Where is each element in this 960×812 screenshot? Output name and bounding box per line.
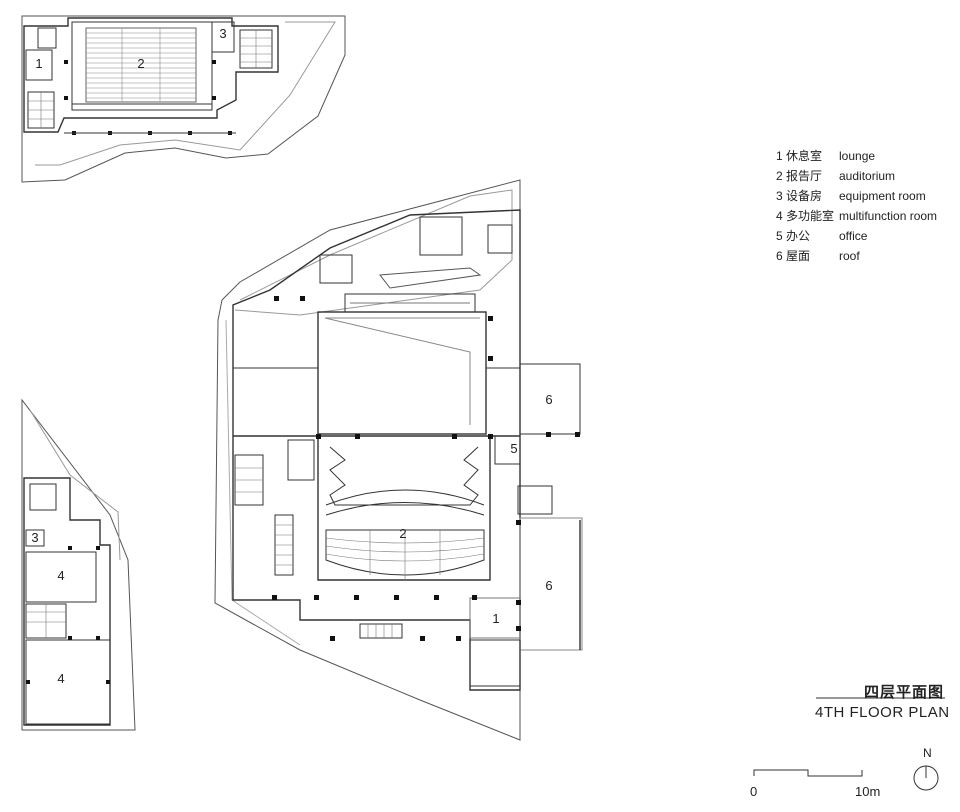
legend-item: 2 报告厅 auditorium [776,169,896,183]
top-stair-right-treads [240,30,272,68]
room-label-top-lounge: 1 [35,56,42,71]
scale-bar [753,769,863,777]
top-stair-left [37,27,57,49]
left-multi-room-lower [25,639,111,725]
left-multi-room-upper [25,551,97,603]
room-label-main-roof-lower: 6 [545,578,552,593]
top-auditorium-hall [71,21,213,111]
legend-item: 1 休息室 lounge [776,149,876,163]
scale-bar-end-label: 10m [855,784,881,799]
legend: 1 休息室 lounge 2 报告厅 auditorium 3 设备房 equi… [776,146,937,266]
right-upper-stair [487,224,513,254]
left-terrace-line [29,409,121,561]
plan-title-cn: 四层平面图 [864,684,945,701]
top-plan-terrace-line [35,21,336,166]
room-label-left-multi-upper: 4 [57,568,64,583]
room-label-left-equipment: 3 [31,530,38,545]
room-label-main-auditorium: 2 [399,526,406,541]
left-equipment-room [25,529,45,547]
legend-item: 5 办公 office [776,229,868,243]
north-label: N [923,746,932,760]
scale-bar-start-label: 0 [750,784,758,799]
legend-item: 3 设备房 equipment room [776,189,926,203]
roof-lower-area [519,517,583,651]
main-slope-line [225,319,301,646]
core-stair-2-treads [275,524,293,566]
room-label-main-lounge: 1 [492,611,499,626]
room-label-main-office: 5 [510,441,517,456]
top-columns [64,60,232,135]
auditorium-seating-arc-2 [325,502,485,516]
lower-stair [359,623,403,639]
top-plan-building-outline [23,17,279,133]
legend-item: 6 屋面 roof [776,249,860,263]
top-plan [21,15,346,183]
stage-strip [344,293,476,313]
bottom-right-core [469,639,521,687]
room-label-top-auditorium: 2 [137,56,144,71]
room-label-top-equipment: 3 [219,26,226,41]
top-seat-rows [86,28,196,102]
lounge-area [469,597,521,639]
main-site-outline [214,179,521,741]
left-site-outline [21,398,136,731]
legend-item: 4 多功能室 multifunction room [776,209,938,223]
main-columns [272,296,580,641]
left-toilet-stalls-2 [26,604,66,638]
left-columns [26,546,110,684]
stage-tower-box [317,311,487,435]
left-stair [29,483,57,511]
upper-slot-corridor [379,267,482,289]
auditorium-proscenium [329,446,479,506]
auditorium-seating-block [325,529,485,576]
top-equipment-room [211,21,235,53]
top-toilet-stalls [28,92,54,128]
left-building-outline [23,477,111,726]
auditorium-seat-rows [325,530,485,580]
upper-stair-block [419,216,463,256]
auditorium-seating-arc-1 [325,489,485,506]
auditorium-walls [317,436,491,581]
plan-title-en: 4TH FLOOR PLAN [815,704,950,721]
main-plan [214,179,583,741]
upper-left-stair [319,254,353,284]
stage-tower-inner-lines [324,317,480,425]
top-auditorium-seating [85,27,197,103]
left-plan [21,398,136,731]
top-lounge-room [25,49,53,81]
right-mid-stair [517,485,553,515]
left-toilet-stalls [235,467,263,493]
room-label-main-roof-upper: 6 [545,392,552,407]
lower-stair-treads [367,624,393,638]
office-room [494,435,521,465]
top-plan-site-outline [21,15,346,183]
room-label-left-multi-lower: 4 [57,671,64,686]
core-stair-1 [287,439,315,481]
